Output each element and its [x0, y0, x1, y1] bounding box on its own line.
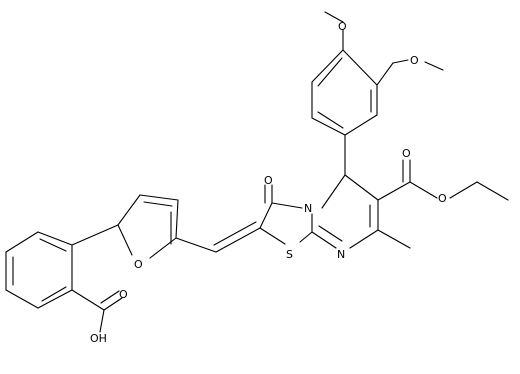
methoxy-oxygen-top: O — [338, 20, 347, 33]
ring-nitrogen: N — [304, 202, 312, 215]
ester-carbonyl-oxygen: O — [402, 147, 411, 160]
atom-labels: O O O N O O O S N O OH — [90, 20, 447, 345]
ketone-oxygen: O — [264, 174, 273, 187]
acid-carbonyl-oxygen: O — [119, 288, 128, 301]
thiazole-sulfur: S — [286, 248, 293, 261]
furan-oxygen: O — [134, 258, 143, 271]
ester-oxygen: O — [438, 192, 447, 205]
methoxy-oxygen-right: O — [410, 54, 419, 67]
bonds — [5, 11, 509, 333]
acid-hydroxyl: OH — [90, 332, 107, 345]
imine-nitrogen: N — [337, 248, 345, 261]
